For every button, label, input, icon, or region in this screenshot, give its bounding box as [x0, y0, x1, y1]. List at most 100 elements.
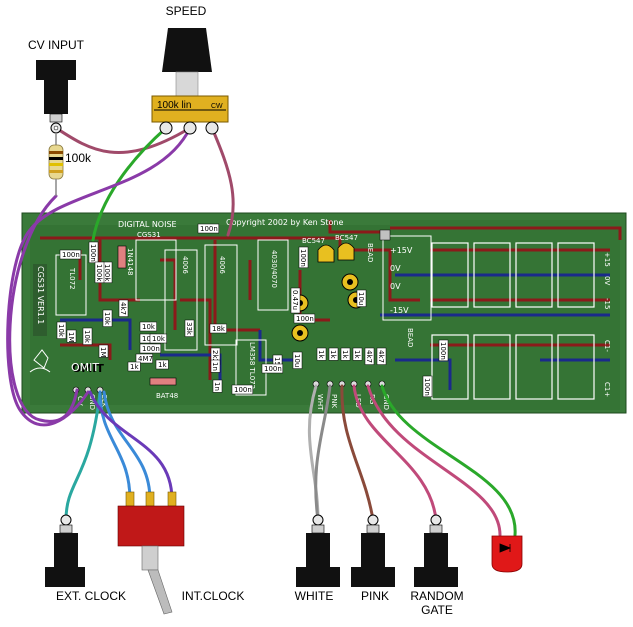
wire-white2 [314, 384, 332, 522]
component-value-label: 18k [212, 325, 226, 333]
wire-cv-to-pot [54, 126, 192, 154]
component: 10k [82, 327, 93, 345]
component: 18k [209, 323, 227, 334]
ic-cgs31 [135, 239, 177, 301]
random-gate-jack [414, 514, 458, 587]
component: 4k7 [118, 299, 129, 317]
ic-4006-a [164, 249, 198, 351]
component: 100n [422, 375, 433, 398]
component-body [197, 223, 220, 234]
wires [6, 126, 517, 537]
component-value-label: 100n [89, 244, 97, 262]
component-body [149, 333, 167, 344]
component-body [292, 351, 303, 369]
cv-resistor-label: 100k [65, 151, 92, 165]
wire-led-green [380, 384, 517, 537]
ext-clock-jack [45, 514, 85, 587]
wire-switch-blue2 [102, 390, 152, 502]
component: 100n [261, 363, 284, 374]
component-value-label: 10k [142, 335, 156, 343]
pink-jack [351, 514, 395, 587]
component-body [438, 339, 449, 362]
ic-4006-b [204, 244, 238, 346]
diode-label-0: 1N4148 [126, 248, 134, 276]
pink-label: PINK [360, 589, 390, 603]
component: 1n [210, 359, 221, 373]
component: 33k [184, 319, 195, 337]
component-value-label: 10k [83, 330, 91, 344]
component-value-label: 1n [213, 382, 221, 391]
conn-label-3: C1- [603, 340, 611, 352]
component: 100n [197, 223, 220, 234]
component-body [184, 319, 195, 337]
power-label-1: 0V [390, 264, 401, 273]
wire-random-pink [352, 384, 438, 522]
cv-input-jack [36, 60, 76, 134]
power-connectors [431, 242, 595, 400]
component-body [376, 347, 387, 365]
component-body [155, 359, 169, 370]
wire-pot-purple [6, 126, 192, 427]
component-value-label: 4k7 [119, 302, 127, 315]
pad-label-gnd-left: GND [88, 394, 96, 410]
bead-label-1: BEAD [406, 328, 414, 347]
component: 4M7 [135, 353, 153, 364]
diode-label-1: BAT48 [156, 392, 178, 400]
component: 1n [212, 379, 223, 393]
wire-cv-purple [8, 194, 79, 423]
white-jack [296, 514, 340, 587]
ic-label-3: 4030/4070 [270, 250, 278, 288]
int-clock-label: INT.CLOCK [181, 589, 245, 603]
component-value-label: 100n [299, 249, 307, 267]
component: 1k [340, 347, 351, 361]
component: 10k [102, 309, 113, 327]
speed-pot [151, 28, 229, 135]
component-body [340, 347, 351, 361]
component-value-label: 4M7 [138, 355, 153, 363]
led [491, 535, 523, 573]
component: 100n [438, 339, 449, 362]
component-value-label: 10u [357, 292, 365, 305]
component-body [422, 375, 433, 398]
ic-4030 [257, 239, 289, 311]
ic-label-0: CGS31 [137, 231, 161, 239]
component: 100n [139, 343, 162, 354]
component-value-label: 100k [103, 264, 111, 282]
board-copyright: Copyright 2002 by Ken Stone [226, 218, 343, 227]
pot-direction-label: CW [211, 103, 223, 110]
component-value-label: 1k [158, 361, 167, 369]
component-body [98, 344, 109, 358]
conn-label-0: +15 [603, 252, 611, 267]
component-value-label: 0.47u [291, 290, 299, 310]
wire-switch-blue [98, 390, 132, 502]
component-body [209, 323, 227, 334]
power-label-3: -15V [390, 306, 409, 315]
random-gate-label-1: RANDOM [410, 589, 464, 603]
component-value-label: 100n [142, 345, 160, 353]
component-body [82, 327, 93, 345]
pad-label-pnk: PNK [330, 394, 338, 408]
component: 4k7 [376, 347, 387, 365]
component: 10k [56, 321, 67, 339]
component-value-label: 100n [264, 365, 282, 373]
component-value-label: 1k [341, 350, 349, 359]
component: 100n [88, 241, 99, 264]
diodes [117, 245, 177, 386]
component-value-label: 1k [329, 350, 337, 359]
power-label-2: 0V [390, 282, 401, 291]
wire-pink-brown [340, 384, 375, 522]
component-body [59, 249, 82, 260]
component-value-label: 10k [152, 335, 166, 343]
wire-led-pink [366, 384, 502, 537]
component: 100n [59, 249, 82, 260]
component-body [352, 347, 363, 361]
component-body [127, 361, 141, 372]
wire-pot-green [91, 126, 168, 242]
component-value-label: 100k [95, 264, 103, 282]
component-value-label: 2k2 [211, 350, 219, 363]
transistor-label-0: BC547 [302, 237, 325, 245]
component: 100n [293, 313, 316, 324]
component: 1M [98, 344, 109, 358]
